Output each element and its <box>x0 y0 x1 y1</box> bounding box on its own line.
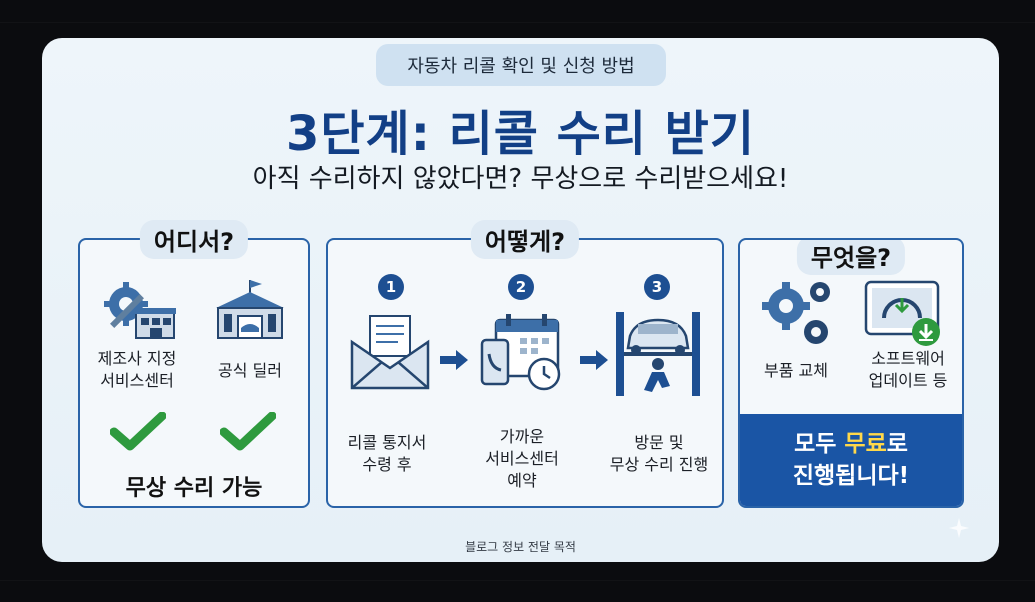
arrow-right-icon <box>580 350 608 370</box>
where-item-1-label: 제조사 지정 서비스센터 <box>97 349 177 390</box>
step-1-number: 1 <box>378 274 404 300</box>
service-center-icon <box>100 278 180 346</box>
what-heading: 무엇을? <box>796 240 906 275</box>
where-heading: 어디서? <box>139 220 249 259</box>
infographic-card: 자동차 리콜 확인 및 신청 방법 3단계: 리콜 수리 받기 아직 수리하지 … <box>42 38 999 562</box>
where-note: 무상 수리 가능 <box>125 476 263 501</box>
check-icon <box>109 411 167 456</box>
step-1-label: 리콜 통지서 수령 후 <box>347 433 427 474</box>
step-2-label: 가까운 서비스센터 예약 <box>485 427 559 490</box>
how-panel: 어떻게? 1 리콜 통지서 수령 후 2 <box>326 220 724 508</box>
what-panel: 무엇을? 부품 교체 소프트웨어 업데이트 등 <box>738 238 964 508</box>
free-notice-band: 모두 무료로 진행됩니다! <box>740 414 962 506</box>
sparkle-icon <box>949 518 969 538</box>
arrow-right-icon <box>440 350 468 370</box>
page-title: 3단계: 리콜 수리 받기 <box>285 106 755 162</box>
check-icon <box>219 411 277 456</box>
how-heading: 어떻게? <box>470 220 580 259</box>
free-highlight: 무료 <box>844 431 887 457</box>
where-panel: 어디서? 제조사 지정 서비스센터 <box>78 220 310 508</box>
car-lift-icon <box>612 306 704 402</box>
what-item-2-label: 소프트웨어 업데이트 등 <box>868 349 948 390</box>
envelope-icon <box>348 312 432 396</box>
software-update-icon <box>862 278 946 354</box>
calendar-phone-icon <box>478 310 568 398</box>
gears-icon <box>758 274 838 354</box>
step-3-label: 방문 및 무상 수리 진행 <box>609 433 709 474</box>
what-item-1-label: 부품 교체 <box>764 361 828 380</box>
page-subtitle: 아직 수리하지 않았다면? 무상으로 수리받으세요! <box>252 164 789 194</box>
where-item-2-label: 공식 딜러 <box>218 361 282 380</box>
header-pill: 자동차 리콜 확인 및 신청 방법 <box>376 44 666 86</box>
step-2-number: 2 <box>508 274 534 300</box>
step-3-number: 3 <box>644 274 670 300</box>
footer-note: 블로그 정보 전달 목적 <box>465 540 576 554</box>
dealership-icon <box>208 278 292 346</box>
